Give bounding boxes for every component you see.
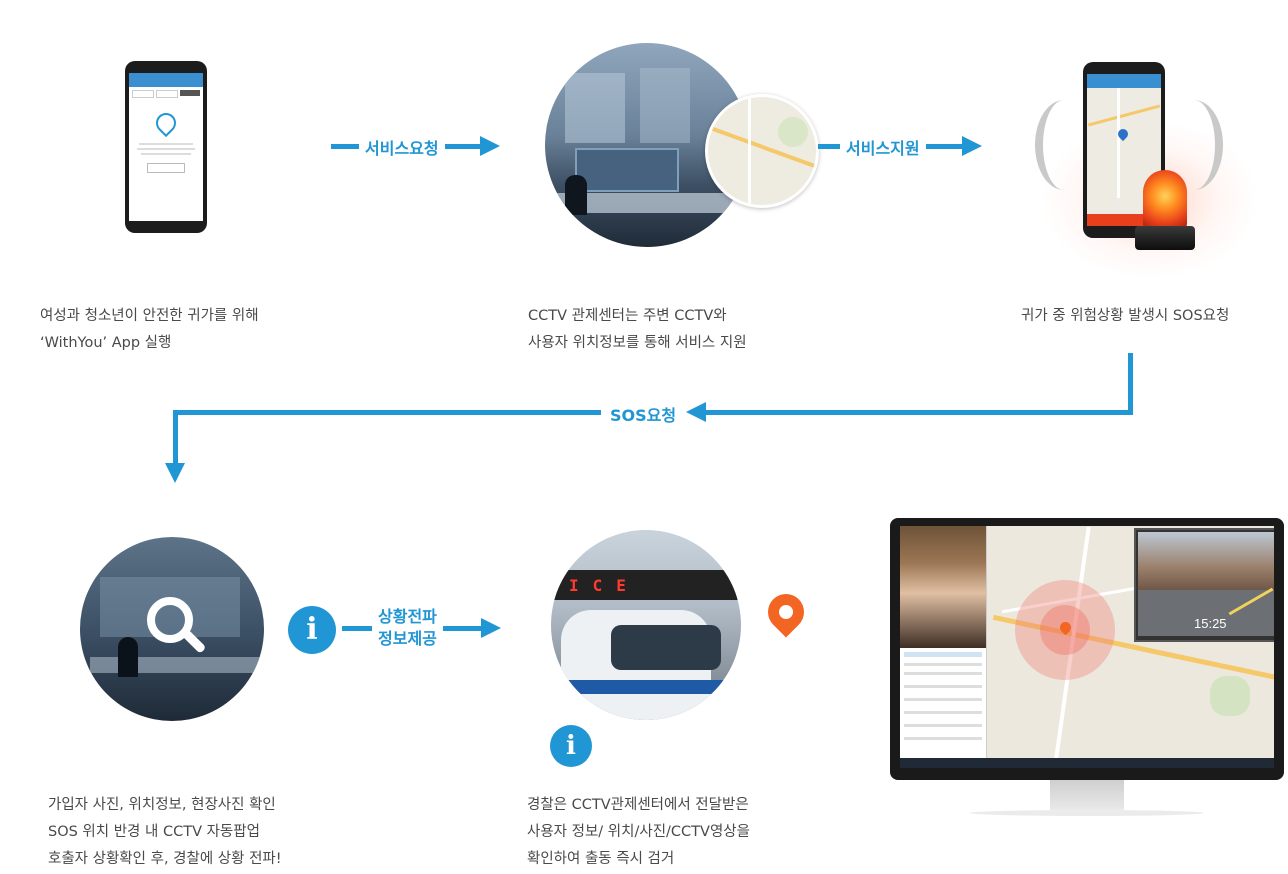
user-info-panel xyxy=(900,526,987,758)
arrow-head xyxy=(480,136,500,156)
location-pin-icon xyxy=(151,108,181,138)
sos-phone xyxy=(1083,62,1165,238)
desc-cctv-center: CCTV 관제센터는 주변 CCTV와 사용자 위치정보를 통해 서비스 지원 xyxy=(528,308,747,351)
police-car-image: ICE xyxy=(551,530,741,720)
cctv-timestamp: 15:25 xyxy=(1194,616,1227,631)
cctv-center-image xyxy=(545,43,749,247)
label-situation-share: 상황전파 정보제공 xyxy=(372,606,443,650)
map-inset xyxy=(705,94,819,208)
monitor: 15:25 xyxy=(890,518,1284,818)
label-service-support: 서비스지원 xyxy=(840,135,926,159)
sos-connector-vertical xyxy=(1128,353,1133,415)
arrow-head xyxy=(165,463,185,483)
info-icon: i xyxy=(288,606,336,654)
monitor-screen: 15:25 xyxy=(900,526,1274,768)
user-photo xyxy=(900,526,986,648)
signal-wave-left-icon xyxy=(1035,100,1093,190)
monitor-stand xyxy=(1050,780,1124,810)
cctv-popup: 15:25 xyxy=(1134,528,1274,642)
taskbar xyxy=(900,758,1274,768)
arrow-head xyxy=(481,618,501,638)
sos-connector-left xyxy=(173,410,601,415)
withyou-app-phone xyxy=(125,61,207,233)
arrow-head xyxy=(962,136,982,156)
signal-wave-right-icon xyxy=(1165,100,1223,190)
siren-icon xyxy=(1135,170,1195,252)
police-light-bar-text: ICE xyxy=(569,576,640,595)
label-sos-request: SOS요청 xyxy=(604,402,683,426)
sos-connector-down xyxy=(173,410,178,465)
desc-app: 여성과 청소년이 안전한 귀가를 위해 ‘WithYou’ App 실행 xyxy=(40,308,259,351)
phone-screen xyxy=(129,73,203,221)
location-pin-icon xyxy=(760,586,812,648)
desc-sos: 귀가 중 위험상황 발생시 SOS요청 xyxy=(1021,308,1230,324)
desc-police: 경찰은 CCTV관제센터에서 전달받은 사용자 정보/ 위치/사진/CCTV영상… xyxy=(527,797,750,867)
label-service-request: 서비스요청 xyxy=(359,135,445,159)
search-icon xyxy=(147,597,207,654)
arrow-head xyxy=(686,402,706,422)
info-icon: i xyxy=(550,725,592,767)
desc-confirm: 가입자 사진, 위치정보, 현장사진 확인 SOS 위치 반경 내 CCTV 자… xyxy=(48,797,282,867)
sos-connector-horizontal xyxy=(704,410,1133,415)
